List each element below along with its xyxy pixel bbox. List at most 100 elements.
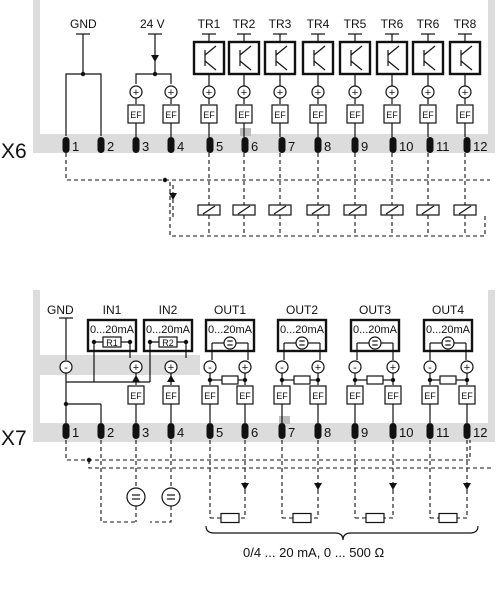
x7-pin-5-number: 5 (216, 425, 223, 440)
x7-out-1-load-resistor-icon (220, 512, 240, 524)
x7-gnd-minus-sign: - (64, 362, 68, 374)
x7-out-1-label: OUT1 (214, 303, 246, 317)
x7-out-2-plus-sign: + (315, 362, 321, 374)
x6-gnd-label: GND (70, 17, 97, 31)
x7-in-1-plus-sign: + (133, 362, 139, 374)
x7-wiring (59, 317, 492, 541)
x6-supply-junction (152, 71, 158, 77)
x7-out-1-range: 0...20mA (208, 324, 253, 336)
x6-tr-3-collector (275, 45, 288, 56)
x7-out-4-range: 0...20mA (426, 324, 471, 336)
x7-out-2-ext-arrow-icon (314, 483, 322, 490)
x7-in-2-range: 0...20mA (146, 324, 191, 336)
x7-in-2-ef-label: EF (165, 391, 177, 401)
x7-pin-4-number: 4 (177, 425, 184, 440)
x6-load-1-coil-slash (202, 205, 216, 215)
x6-tr-7-housing (411, 40, 445, 76)
x6-load-3-coil-slash (273, 205, 287, 215)
x7-load-brace (205, 525, 479, 541)
x6-tr-7-collector (423, 45, 436, 56)
x6-tr-2-collector (239, 45, 252, 56)
connector-x6-block: X6 GND 24 V +EF+EF+EF+EF+EF+EF+EF+EF+EF+… (1, 0, 495, 237)
x7-out-4-dot-p (464, 377, 470, 383)
x7-out-3-range: 0...20mA (353, 324, 398, 336)
x7-out-3-label: OUT3 (359, 303, 391, 317)
x7-pin-9-number: 9 (361, 425, 368, 440)
x6-pin-12-contact (463, 137, 471, 153)
x7-pin-4-contact (167, 423, 175, 439)
x6-tr-2-emitter (239, 60, 252, 71)
x6-col-7-ef-label: EF (274, 110, 286, 120)
x7-gnd-label: GND (47, 303, 74, 317)
x7-out-4-minus-sign: - (428, 362, 432, 374)
x7-out-4-internal-resistor-icon (439, 375, 457, 385)
x7-out-2-current-source-icon-circle (295, 336, 309, 350)
x7-common-wire (88, 460, 492, 469)
x7-out-4-ext-plus-to-load (457, 490, 468, 519)
x7-out-3-ext-arrow-icon (389, 483, 397, 490)
x7-pin-12-number: 12 (473, 425, 487, 440)
x6-pin-2-contact (97, 137, 105, 153)
x7-in-2-arrow-up-icon (167, 375, 175, 382)
x7-out-2-dot-p (315, 377, 321, 383)
x6-tr-4-collector (313, 45, 326, 56)
x7-out-2-minus-sign: - (280, 362, 284, 374)
x6-col-12-plus-sign: + (462, 87, 468, 99)
x6-pin-5-number: 5 (216, 139, 223, 154)
x6-col-3-ef-label: EF (130, 110, 142, 120)
x6-col-10-ef-label: EF (386, 110, 398, 120)
x7-pin-12-contact (463, 423, 471, 439)
x7-out-1-plus-sign: + (242, 362, 248, 374)
x7-out-1-internal-resistor-icon (221, 375, 239, 385)
x6-col-3-plus-sign: + (133, 87, 139, 99)
x6-pin-9-number: 9 (361, 139, 368, 154)
x7-out-4-ef-plus-label: EF (461, 391, 473, 401)
x6-load-8-coil-slash (458, 205, 472, 215)
x6-tr-6-label: TR6 (381, 17, 404, 31)
x6-tr-5-label: TR5 (344, 17, 367, 31)
x6-gnd-return-wire (65, 153, 490, 181)
x6-col-9-plus-sign: + (352, 87, 358, 99)
x7-connector-label: X7 (1, 427, 27, 450)
x7-out-1-minus-sign: - (208, 362, 212, 374)
x7-separator-mark (279, 416, 290, 424)
x6-tr-1-label: TR1 (198, 17, 221, 31)
x7-out-2-label: OUT2 (286, 303, 318, 317)
x7-out-2-ef-minus-label: EF (276, 391, 288, 401)
x6-pin-7-number: 7 (288, 139, 295, 154)
x6-tr-6-collector (387, 45, 400, 56)
x7-in-2-label: IN2 (159, 303, 178, 317)
x6-common-return-wire (165, 179, 486, 237)
x7-out-2-internal-resistor-icon (293, 375, 311, 385)
x7-out-1-ext-arrow-icon (241, 483, 249, 490)
x7-ground-rail (40, 355, 200, 375)
x6-col-5-plus-sign: + (206, 87, 212, 99)
x6-tr-1-collector (204, 45, 217, 56)
x6-col-8-ef-label: EF (312, 110, 324, 120)
x6-pin-10-contact (389, 137, 397, 153)
x7-pin-10-contact (389, 423, 397, 439)
x6-tr-5-collector (350, 45, 363, 56)
x6-col-11-plus-sign: + (425, 87, 431, 99)
x6-load-4-coil-slash (311, 205, 325, 215)
x7-pin-5-contact (206, 423, 214, 439)
x7-pin-2-number: 2 (107, 425, 114, 440)
x6-load-2-coil-slash (237, 205, 251, 215)
x6-pin-2-number: 2 (107, 139, 114, 154)
x7-out-3-dot-p (390, 377, 396, 383)
x6-col-12-ef-label: EF (459, 110, 471, 120)
x7-out-2-dot-m (279, 377, 285, 383)
x7-out-3-load-resistor-icon (365, 512, 385, 524)
x6-tr-3-label: TR3 (269, 17, 292, 31)
x7-pin-10-number: 10 (399, 425, 413, 440)
x7-in2-ext-source-icon-circle (161, 487, 181, 507)
x7-out-3-ext-plus-to-load (384, 490, 394, 519)
x6-pin-4-number: 4 (177, 139, 184, 154)
x6-col-6-plus-sign: + (241, 87, 247, 99)
connector-x7-block: X7 GND -IN10...20mAR1+EFIN20...20mAR2+EF… (1, 290, 495, 560)
x6-supply-label: 24 V (140, 17, 165, 31)
